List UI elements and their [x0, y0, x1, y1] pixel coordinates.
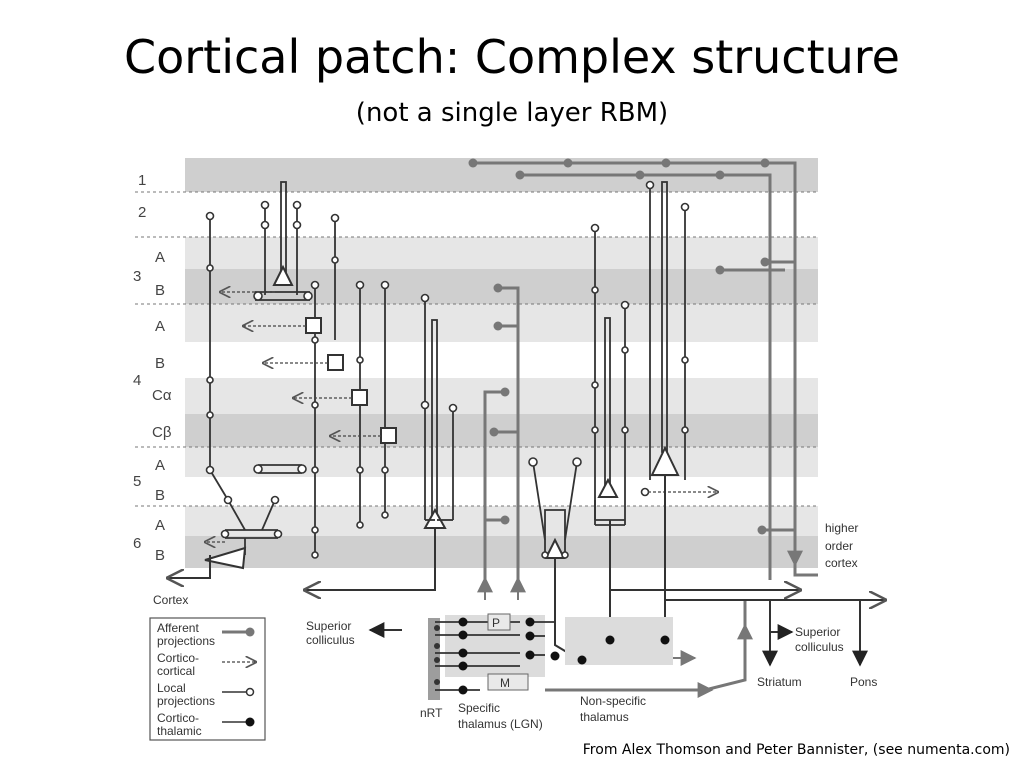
superior-colliculus-left-line1: Superior — [306, 619, 351, 633]
slide-subtitle: (not a single layer RBM) — [355, 98, 669, 128]
afferent-projections — [473, 161, 818, 692]
legend-corticothalamic-line1: Cortico- — [157, 711, 199, 725]
legend-corticocortical-line2: cortical — [157, 664, 195, 678]
higher-order-cortex-line2: order — [825, 539, 853, 553]
layer-5-label: 5 — [133, 473, 141, 490]
p-layer-label: P — [492, 616, 500, 630]
layer-4cb-label: Cβ — [152, 424, 172, 441]
legend-afferent-line2: projections — [157, 634, 215, 648]
striatum-label: Striatum — [757, 675, 802, 689]
layer-2-label: 2 — [138, 204, 146, 221]
legend-local-line2: projections — [157, 694, 215, 708]
legend-afferent-marker — [245, 627, 255, 637]
legend-corticothalamic-line2: thalamic — [157, 724, 202, 738]
legend-corticocortical-line1: Cortico- — [157, 651, 199, 665]
legend-corticothalamic-marker — [245, 717, 255, 727]
nrt-label: nRT — [420, 706, 443, 720]
legend-local-marker — [245, 687, 255, 697]
nonspecific-thalamus-line2: thalamus — [580, 710, 629, 724]
layer-1-label: 1 — [138, 172, 146, 189]
specific-thalamus-line1: Specific — [458, 701, 500, 715]
superior-colliculus-right-line1: Superior — [795, 625, 840, 639]
cortex-label: Cortex — [153, 593, 188, 607]
pyramidal-neuron-l6b — [204, 546, 247, 570]
pyramidal-neurons — [204, 264, 680, 570]
layer-4ca-label: Cα — [152, 387, 172, 404]
cortico-cortical-arrows — [205, 292, 718, 542]
layer-4b-label: B — [155, 355, 165, 372]
layer-6b-label: B — [155, 547, 165, 564]
layer-3a-label: A — [155, 249, 165, 266]
local-open-circles — [205, 180, 690, 559]
superior-colliculus-left-line2: colliculus — [306, 633, 355, 647]
pyramidal-neuron-l5-small — [597, 477, 619, 498]
slide-title: Cortical patch: Complex structure — [123, 30, 900, 84]
source-credit: From Alex Thomson and Peter Bannister, (… — [582, 742, 1010, 758]
layer-3b-label: B — [155, 282, 165, 299]
region-labels: Cortex Superior colliculus higher order … — [153, 521, 877, 731]
specific-thalamus-line2: thalamus (LGN) — [458, 717, 543, 731]
layer-5b-label: B — [155, 487, 165, 504]
legend-afferent-line1: Afferent — [157, 621, 199, 635]
legend: Afferent projections Cortico- cortical L… — [149, 617, 266, 741]
legend-local-line1: Local — [157, 681, 186, 695]
layer-4-label: 4 — [133, 372, 141, 389]
layer-4a-label: A — [155, 318, 165, 335]
layer-6a-label: A — [155, 517, 165, 534]
pons-label: Pons — [850, 675, 877, 689]
afferent-dots — [468, 158, 770, 535]
efferent-outputs — [168, 475, 885, 667]
thalamus: P M — [428, 613, 673, 700]
nonspecific-thalamus-line1: Non-specific — [580, 694, 646, 708]
layer-labels: 1 2 3 A B A 4 B Cα Cβ A 5 B A 6 B — [133, 172, 172, 564]
pyramidal-neuron-l3 — [272, 264, 294, 286]
layer-6-label: 6 — [133, 535, 141, 552]
m-layer-label: M — [500, 676, 510, 690]
superior-colliculus-right-line2: colliculus — [795, 640, 844, 654]
higher-order-cortex-line1: higher — [825, 521, 858, 535]
stellate-cells — [305, 317, 397, 444]
layer-3-label: 3 — [133, 268, 141, 285]
higher-order-cortex-line3: cortex — [825, 556, 858, 570]
layer-5a-label: A — [155, 457, 165, 474]
